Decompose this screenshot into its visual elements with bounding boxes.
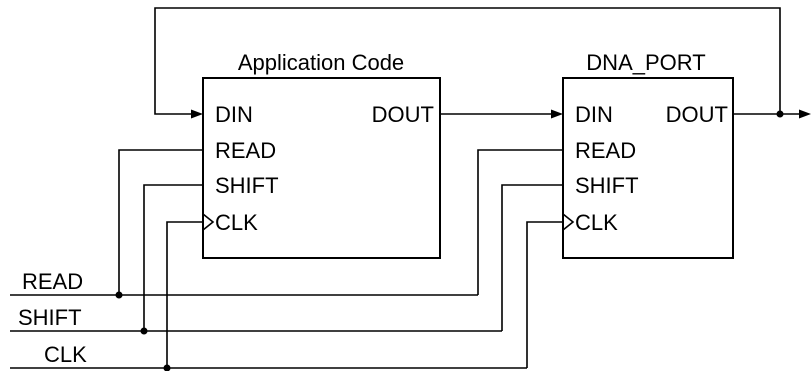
- dna-port-shift: SHIFT: [575, 173, 639, 198]
- dna-clock-symbol: [562, 213, 575, 231]
- dna-port-title: DNA_PORT: [586, 50, 705, 75]
- dna-port-block: [562, 77, 734, 259]
- app-port-read: READ: [215, 138, 276, 163]
- clk-to-dna-wire: [526, 221, 563, 368]
- arrowhead-output: [799, 109, 811, 119]
- input-label-read: READ: [22, 269, 83, 294]
- read-to-app-wire: [118, 149, 203, 295]
- dna-port-din: DIN: [575, 102, 613, 127]
- app-port-dout: DOUT: [372, 102, 434, 127]
- app-port-din: DIN: [215, 102, 253, 127]
- input-label-shift: SHIFT: [18, 305, 82, 330]
- app-port-shift: SHIFT: [215, 173, 279, 198]
- arrowhead-app-din: [191, 109, 203, 119]
- feedback-wire: [154, 7, 781, 115]
- input-label-clk: CLK: [44, 342, 87, 367]
- read-to-dna-wire: [477, 149, 563, 295]
- clk-to-app-wire: [166, 221, 203, 368]
- arrowhead-dna-din: [551, 109, 563, 119]
- shift-to-dna-wire: [501, 184, 563, 331]
- dna-port-read: READ: [575, 138, 636, 163]
- junction-dot-shift: [140, 327, 148, 335]
- app-clock-symbol: [202, 213, 215, 231]
- junction-dot-read: [115, 291, 123, 299]
- dna-port-dout: DOUT: [666, 102, 728, 127]
- application-code-block: [202, 77, 441, 259]
- junction-dot-clk: [163, 364, 171, 371]
- application-code-title: Application Code: [238, 50, 404, 75]
- dna-port-clk: CLK: [575, 210, 618, 235]
- shift-to-app-wire: [143, 184, 203, 331]
- app-port-clk: CLK: [215, 210, 258, 235]
- junction-dot-dout: [776, 110, 784, 118]
